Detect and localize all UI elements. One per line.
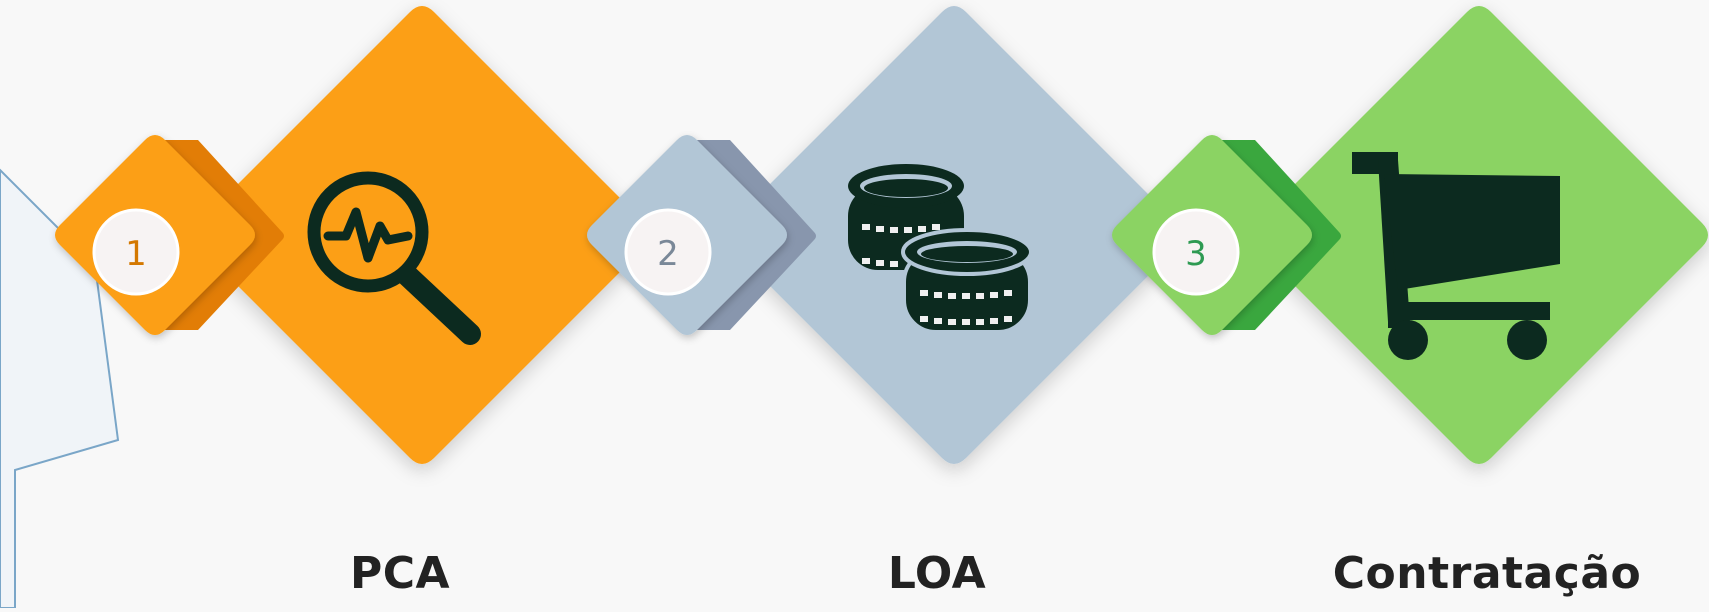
analytics-magnifier-icon xyxy=(307,171,481,345)
step-1: 1 xyxy=(55,6,651,464)
step-2-number-circle xyxy=(624,208,712,296)
step-1-number: 1 xyxy=(125,234,147,274)
step-3-label: Contratação xyxy=(1332,548,1642,599)
step-3: 3 xyxy=(1112,6,1708,464)
step-2-number: 2 xyxy=(657,234,679,274)
step-3-number-circle xyxy=(1152,208,1240,296)
step-3-number: 3 xyxy=(1185,234,1207,274)
shopping-cart-icon xyxy=(1352,152,1560,360)
step-2: 2 xyxy=(587,6,1183,464)
step-1-number-circle xyxy=(92,208,180,296)
coins-stack-icon xyxy=(848,164,1033,334)
step-1-label: PCA xyxy=(349,548,451,599)
step-2-label: LOA xyxy=(887,548,987,599)
